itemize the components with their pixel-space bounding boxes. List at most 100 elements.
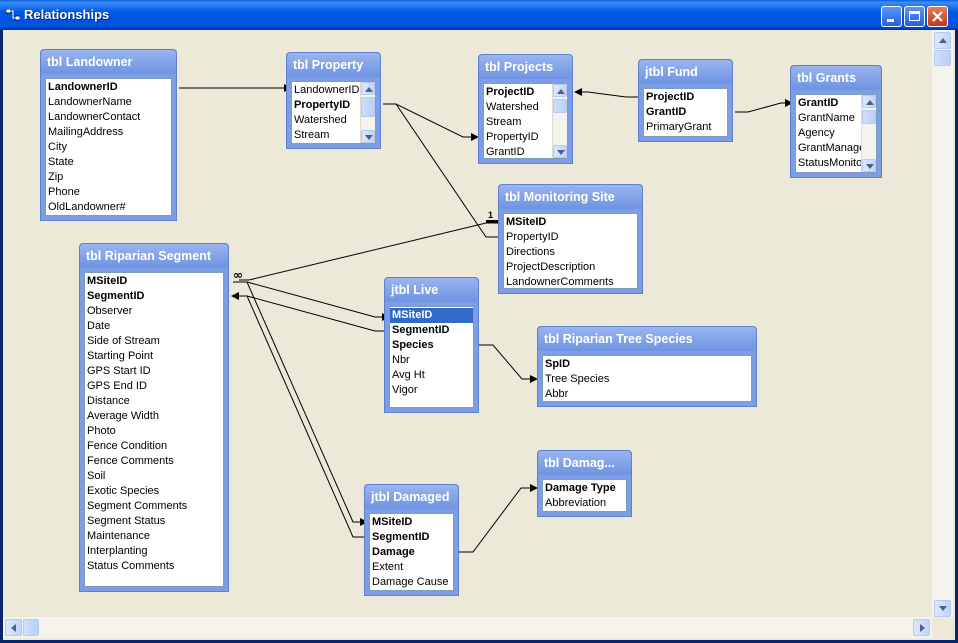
field-item[interactable]: Agency bbox=[798, 127, 835, 139]
field-item[interactable]: GrantManage bbox=[798, 142, 866, 154]
scroll-down-button[interactable] bbox=[553, 145, 567, 158]
scroll-up-button[interactable] bbox=[934, 32, 951, 49]
field-item[interactable]: GrantID bbox=[798, 97, 839, 109]
field-item[interactable]: Average Width bbox=[87, 410, 159, 422]
field-item[interactable]: GPS End ID bbox=[87, 380, 147, 392]
horizontal-scrollbar[interactable] bbox=[3, 617, 932, 638]
field-item[interactable]: Distance bbox=[87, 395, 130, 407]
relationship-property-projects[interactable] bbox=[383, 103, 479, 141]
scroll-down-button[interactable] bbox=[862, 159, 876, 172]
table-title[interactable]: tbl Damag... bbox=[538, 451, 631, 475]
scroll-down-button[interactable] bbox=[934, 600, 951, 617]
scroll-right-button[interactable] bbox=[913, 619, 930, 636]
scroll-up-button[interactable] bbox=[553, 84, 567, 97]
field-item[interactable]: SegmentID bbox=[372, 531, 430, 543]
relationship-live-treespecies[interactable] bbox=[479, 344, 538, 383]
field-item[interactable]: GrantID bbox=[486, 146, 525, 158]
field-item[interactable]: StatusMonitor bbox=[798, 157, 866, 169]
field-item[interactable]: Exotic Species bbox=[87, 485, 160, 497]
field-item[interactable]: SegmentID bbox=[392, 324, 450, 336]
relationship-projects-fund[interactable] bbox=[574, 88, 640, 98]
field-list-scrollbar[interactable] bbox=[861, 95, 876, 172]
field-item[interactable]: Damage bbox=[372, 546, 415, 558]
field-item[interactable]: Phone bbox=[48, 186, 80, 198]
field-item[interactable]: MSiteID bbox=[506, 216, 547, 228]
relationship-riparian-damaged-msite[interactable] bbox=[233, 281, 368, 526]
field-item[interactable]: Stream bbox=[486, 116, 522, 128]
field-list-scrollbar[interactable] bbox=[552, 84, 567, 158]
field-item[interactable]: City bbox=[48, 141, 67, 153]
field-item[interactable]: Abbr bbox=[545, 388, 569, 400]
table-title[interactable]: tbl Property bbox=[287, 53, 380, 77]
field-item[interactable]: Segment Status bbox=[87, 515, 166, 527]
field-item[interactable]: MSiteID bbox=[87, 275, 128, 287]
relationship-fund-grants[interactable] bbox=[735, 99, 793, 113]
field-item[interactable]: LandownerName bbox=[48, 96, 132, 108]
relationship-monitoring-riparian[interactable] bbox=[239, 222, 500, 281]
field-item[interactable]: MSiteID bbox=[372, 516, 413, 528]
field-item[interactable]: SegmentID bbox=[87, 290, 145, 302]
field-item[interactable]: PropertyID bbox=[506, 231, 559, 243]
relationship-riparian-damaged-segment[interactable] bbox=[233, 295, 367, 538]
table-title[interactable]: jtbl Damaged bbox=[365, 485, 458, 509]
field-item[interactable]: LandownerID bbox=[48, 81, 118, 93]
field-item[interactable]: Abbreviation bbox=[545, 497, 607, 509]
scroll-thumb[interactable] bbox=[361, 97, 375, 117]
field-item[interactable]: Watershed bbox=[294, 114, 347, 126]
close-button[interactable] bbox=[927, 6, 948, 27]
maximize-button[interactable] bbox=[904, 6, 925, 27]
field-item[interactable]: GrantName bbox=[798, 112, 855, 124]
field-item[interactable]: ProjectID bbox=[486, 86, 535, 98]
field-item[interactable]: Vigor bbox=[392, 384, 418, 396]
field-item[interactable]: Starting Point bbox=[87, 350, 154, 362]
field-item[interactable]: OldLandowner# bbox=[48, 201, 126, 213]
field-item[interactable]: LandownerID bbox=[294, 84, 360, 96]
scroll-down-button[interactable] bbox=[361, 130, 375, 143]
table-title[interactable]: tbl Riparian Tree Species bbox=[538, 327, 756, 351]
field-item[interactable]: LandownerContact bbox=[48, 111, 141, 123]
title-bar[interactable]: Relationships bbox=[0, 0, 958, 30]
relationship-riparian-live-msite[interactable] bbox=[233, 281, 390, 321]
table-title[interactable]: tbl Projects bbox=[479, 55, 572, 79]
minimize-button[interactable] bbox=[881, 6, 902, 27]
field-item[interactable]: Damage Type bbox=[545, 482, 616, 494]
field-item[interactable]: PropertyID bbox=[294, 99, 351, 111]
field-item[interactable]: Directions bbox=[506, 246, 555, 258]
vertical-scrollbar[interactable] bbox=[932, 30, 953, 617]
field-item[interactable]: Photo bbox=[87, 425, 116, 437]
field-item[interactable]: Species bbox=[392, 339, 434, 351]
field-item[interactable]: Observer bbox=[87, 305, 133, 317]
table-tbl-monitoring-site[interactable]: tbl Monitoring Site MSiteID PropertyID Dir… bbox=[498, 184, 643, 294]
field-item[interactable]: Fence Comments bbox=[87, 455, 174, 467]
scroll-thumb[interactable] bbox=[862, 110, 876, 124]
scroll-thumb[interactable] bbox=[553, 99, 567, 113]
table-tbl-property[interactable]: tbl Property LandownerID PropertyID Waters… bbox=[286, 52, 381, 149]
relationship-property-monitoring[interactable] bbox=[383, 103, 500, 238]
table-title[interactable]: tbl Monitoring Site bbox=[499, 185, 642, 209]
table-title[interactable]: tbl Grants bbox=[791, 66, 881, 90]
field-item[interactable]: Damage Cause bbox=[372, 576, 449, 588]
field-item[interactable]: Date bbox=[87, 320, 111, 332]
relationship-damaged-damage[interactable] bbox=[459, 484, 538, 553]
field-item[interactable]: GPS Start ID bbox=[87, 365, 151, 377]
field-item[interactable]: LandownerComments bbox=[506, 276, 614, 288]
field-item[interactable]: PrimaryGrant bbox=[646, 121, 712, 133]
field-item[interactable]: GrantID bbox=[646, 106, 687, 118]
field-item[interactable]: PropertyID bbox=[486, 131, 539, 143]
